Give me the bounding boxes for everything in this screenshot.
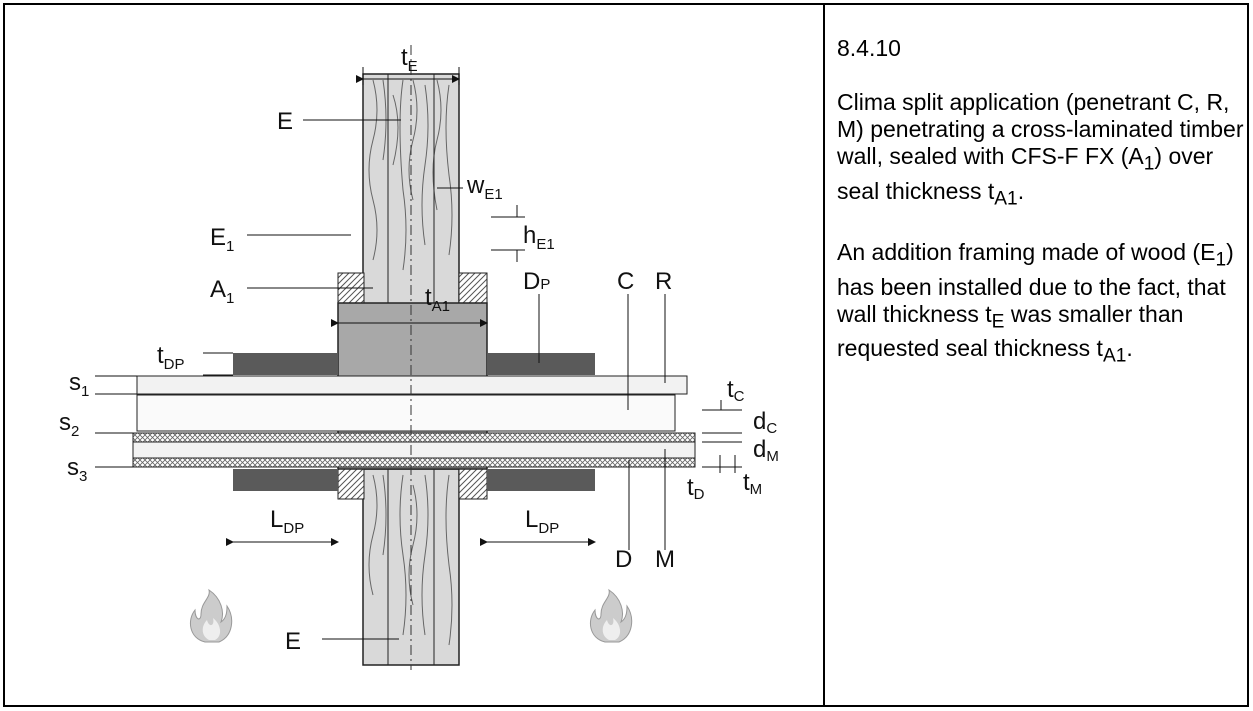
- label-e-bottom: E: [285, 628, 301, 655]
- pipe-m: [132, 441, 696, 459]
- label-a1: A1: [210, 276, 234, 307]
- description-cell: 8.4.10 Clima split application (penetran…: [837, 35, 1247, 397]
- label-he1: hE1: [523, 222, 555, 253]
- framing-e1-bottom-left: [337, 468, 365, 500]
- label-s3: s3: [67, 454, 87, 485]
- label-s1: s1: [69, 369, 89, 400]
- label-m: M: [655, 546, 675, 573]
- pipe-r: [136, 375, 688, 395]
- label-tm: tM: [743, 469, 762, 498]
- label-dm: dM: [753, 436, 779, 465]
- label-c: C: [617, 268, 634, 295]
- label-d: D: [615, 546, 632, 573]
- framing-e1-right: [458, 272, 488, 304]
- padding-dp-top-left: [233, 353, 338, 375]
- label-td: tD: [687, 474, 705, 503]
- diagram-cell: tE E wE1 E1 hE1 A1 tA1 DP C R tDP tC s1 …: [5, 5, 823, 705]
- label-s2: s2: [59, 409, 79, 440]
- label-e-top: E: [277, 108, 293, 135]
- label-ldp-right: LDP: [525, 506, 559, 537]
- column-divider: [823, 5, 825, 705]
- label-we1: wE1: [466, 172, 503, 203]
- label-te: tE: [401, 44, 418, 75]
- padding-dp-bottom-right: [487, 469, 595, 491]
- fire-icon: [189, 588, 233, 643]
- fire-icon: [589, 588, 633, 643]
- label-dp: DP: [523, 268, 550, 295]
- padding-dp-top-right: [487, 353, 595, 375]
- cable-c: [136, 394, 676, 432]
- section-number: 8.4.10: [837, 35, 901, 61]
- framing-e1-bottom-right: [458, 468, 488, 500]
- description-paragraph-2: An addition framing made of wood (E1) ha…: [837, 239, 1234, 367]
- label-tc: tC: [727, 376, 745, 405]
- penetration-diagram: tE E wE1 E1 hE1 A1 tA1 DP C R tDP tC s1 …: [59, 44, 779, 670]
- content-table: tE E wE1 E1 hE1 A1 tA1 DP C R tDP tC s1 …: [3, 3, 1249, 707]
- label-r: R: [655, 268, 672, 295]
- label-ta1: tA1: [425, 284, 450, 315]
- label-tdp: tDP: [157, 342, 185, 373]
- padding-dp-bottom-left: [233, 469, 338, 491]
- label-e1: E1: [210, 224, 234, 255]
- label-ldp-left: LDP: [270, 506, 304, 537]
- label-dc: dC: [753, 408, 777, 437]
- description-paragraph-1: Clima split application (penetrant C, R,…: [837, 89, 1244, 210]
